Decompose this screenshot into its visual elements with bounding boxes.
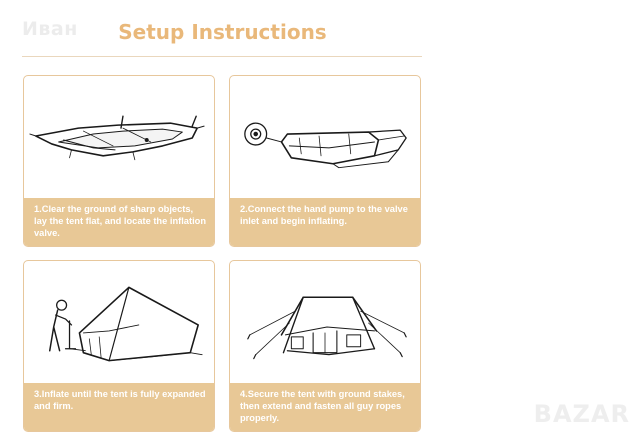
title-divider bbox=[22, 56, 422, 57]
step-4-caption: 4.Secure the tent with ground stakes, th… bbox=[230, 383, 420, 431]
page-title: Setup Instructions bbox=[118, 20, 327, 44]
step-3-illustration bbox=[24, 261, 214, 385]
step-3-caption: 3.Inflate until the tent is fully expand… bbox=[24, 383, 214, 431]
step-card-1: 1.Clear the ground of sharp objects, lay… bbox=[23, 75, 215, 247]
step-4-illustration bbox=[230, 261, 420, 385]
watermark-top-left: Иван bbox=[22, 18, 78, 40]
step-2-illustration bbox=[230, 76, 420, 200]
step-card-4: 4.Secure the tent with ground stakes, th… bbox=[229, 260, 421, 432]
step-1-caption: 1.Clear the ground of sharp objects, lay… bbox=[24, 198, 214, 246]
step-1-illustration bbox=[24, 76, 214, 200]
watermark-bottom-right: BAZAR bbox=[533, 400, 630, 428]
step-card-3: 3.Inflate until the tent is fully expand… bbox=[23, 260, 215, 432]
step-2-caption: 2.Connect the hand pump to the valve inl… bbox=[230, 198, 420, 246]
step-card-2: 2.Connect the hand pump to the valve inl… bbox=[229, 75, 421, 247]
